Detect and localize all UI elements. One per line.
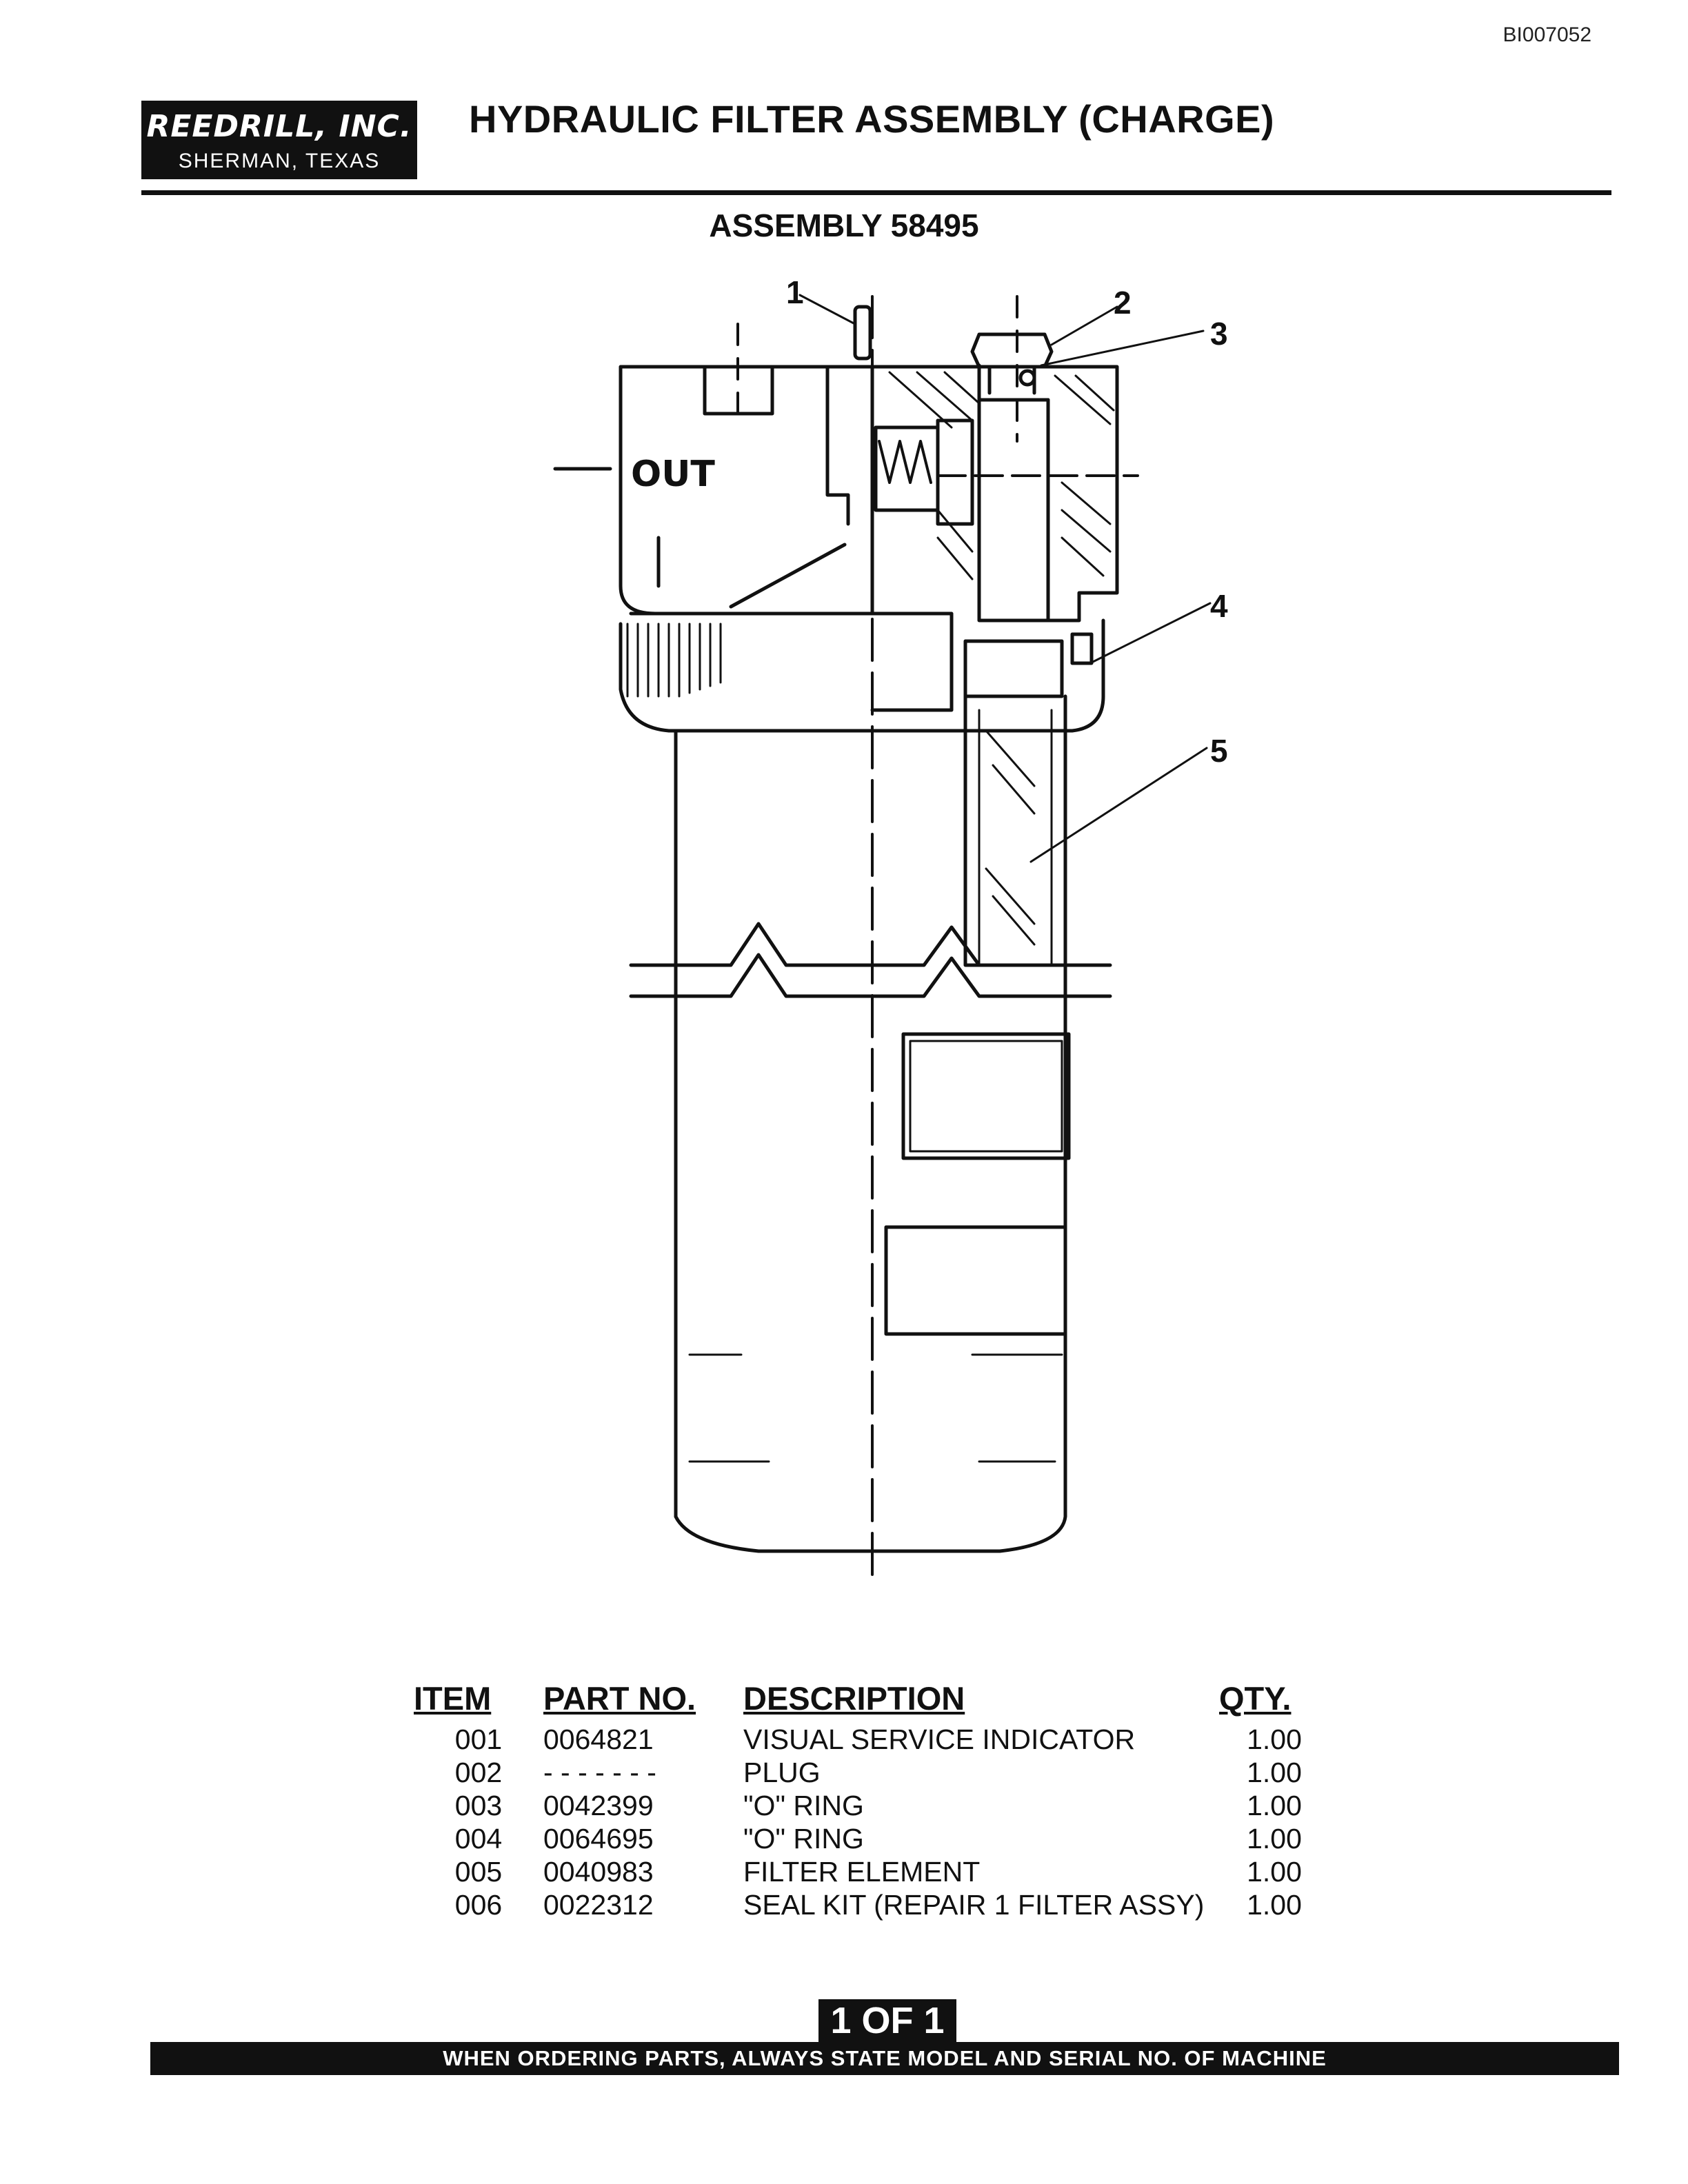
cell-description: PLUG <box>743 1756 821 1788</box>
break-line-top <box>629 922 1112 967</box>
cell-part-no: 0064695 <box>543 1822 654 1854</box>
bowl-flange <box>619 622 874 733</box>
callout-2: 2 <box>1114 285 1132 321</box>
label-plate-upper <box>901 1032 1071 1160</box>
label-plate-lower <box>884 1225 1067 1336</box>
cell-qty: 1.00 <box>1247 1855 1302 1888</box>
cell-qty: 1.00 <box>1247 1888 1302 1921</box>
cell-item: 006 <box>454 1888 503 1921</box>
cell-qty: 1.00 <box>1247 1789 1302 1821</box>
break-line-bottom <box>629 953 1112 998</box>
filter-assembly-drawing: 1 2 3 4 5 OUT <box>553 274 1228 1587</box>
company-location: SHERMAN, TEXAS <box>178 150 381 172</box>
footer-note: WHEN ORDERING PARTS, ALWAYS STATE MODEL … <box>150 2042 1619 2075</box>
page-indicator: 1 OF 1 <box>818 1999 956 2042</box>
company-name: REEDRILL, INC. <box>146 109 412 144</box>
table-row: 003 0042399 "O" RING 1.00 <box>414 1789 1329 1822</box>
cell-part-no: - - - - - - - <box>543 1756 656 1788</box>
cell-description: VISUAL SERVICE INDICATOR <box>743 1723 1136 1755</box>
cell-qty: 1.00 <box>1247 1723 1302 1755</box>
header-part-no: PART NO. <box>543 1680 696 1717</box>
cell-qty: 1.00 <box>1247 1756 1302 1788</box>
leader-2 <box>1050 305 1118 346</box>
o-ring-top <box>1018 369 1036 387</box>
cell-description: SEAL KIT (REPAIR 1 FILTER ASSY) <box>743 1888 1205 1921</box>
out-port-label: OUT <box>631 454 715 495</box>
callout-3: 3 <box>1210 316 1228 352</box>
parts-table-header: ITEM PART NO. DESCRIPTION QTY. <box>414 1679 1329 1723</box>
assembly-subtitle: ASSEMBLY 58495 <box>709 208 979 243</box>
cell-part-no: 0042399 <box>543 1789 654 1821</box>
filter-element <box>963 694 1067 967</box>
cell-item: 001 <box>454 1723 503 1755</box>
cell-item: 004 <box>454 1822 503 1854</box>
table-row: 002 - - - - - - - PLUG 1.00 <box>414 1756 1329 1789</box>
leader-4 <box>1092 602 1212 663</box>
o-ring-lower <box>1070 632 1094 665</box>
inner-bore <box>977 398 1050 623</box>
callout-1: 1 <box>786 274 804 310</box>
table-row: 001 0064821 VISUAL SERVICE INDICATOR 1.0… <box>414 1723 1329 1756</box>
document-id: BI007052 <box>1503 23 1591 46</box>
header-qty: QTY. <box>1219 1680 1292 1717</box>
cell-part-no: 0064821 <box>543 1723 654 1755</box>
page-title: HYDRAULIC FILTER ASSEMBLY (CHARGE) <box>469 97 1275 141</box>
callout-4: 4 <box>1210 588 1228 624</box>
company-logo: REEDRILL, INC. SHERMAN, TEXAS <box>141 101 417 179</box>
cell-description: "O" RING <box>743 1789 864 1821</box>
header-description: DESCRIPTION <box>743 1680 965 1717</box>
leader-1 <box>798 294 856 325</box>
table-row: 004 0064695 "O" RING 1.00 <box>414 1822 1329 1855</box>
plug <box>970 332 1054 369</box>
callout-5: 5 <box>1210 733 1228 769</box>
cell-qty: 1.00 <box>1247 1822 1302 1854</box>
visual-service-indicator <box>853 305 872 361</box>
header-divider <box>141 190 1611 195</box>
table-row: 006 0022312 SEAL KIT (REPAIR 1 FILTER AS… <box>414 1888 1329 1921</box>
filter-bowl <box>674 729 1067 1553</box>
leader-3 <box>1040 330 1205 367</box>
leader-5 <box>1029 747 1208 863</box>
cell-part-no: 0022312 <box>543 1888 654 1921</box>
cell-item: 002 <box>454 1756 503 1788</box>
cell-description: FILTER ELEMENT <box>743 1855 981 1888</box>
cell-item: 005 <box>454 1855 503 1888</box>
parts-table: ITEM PART NO. DESCRIPTION QTY. 001 00648… <box>414 1679 1329 1921</box>
cell-item: 003 <box>454 1789 503 1821</box>
table-row: 005 0040983 FILTER ELEMENT 1.00 <box>414 1855 1329 1888</box>
head-section <box>870 363 1119 623</box>
cell-part-no: 0040983 <box>543 1855 654 1888</box>
header-item: ITEM <box>414 1680 492 1717</box>
cell-description: "O" RING <box>743 1822 864 1854</box>
